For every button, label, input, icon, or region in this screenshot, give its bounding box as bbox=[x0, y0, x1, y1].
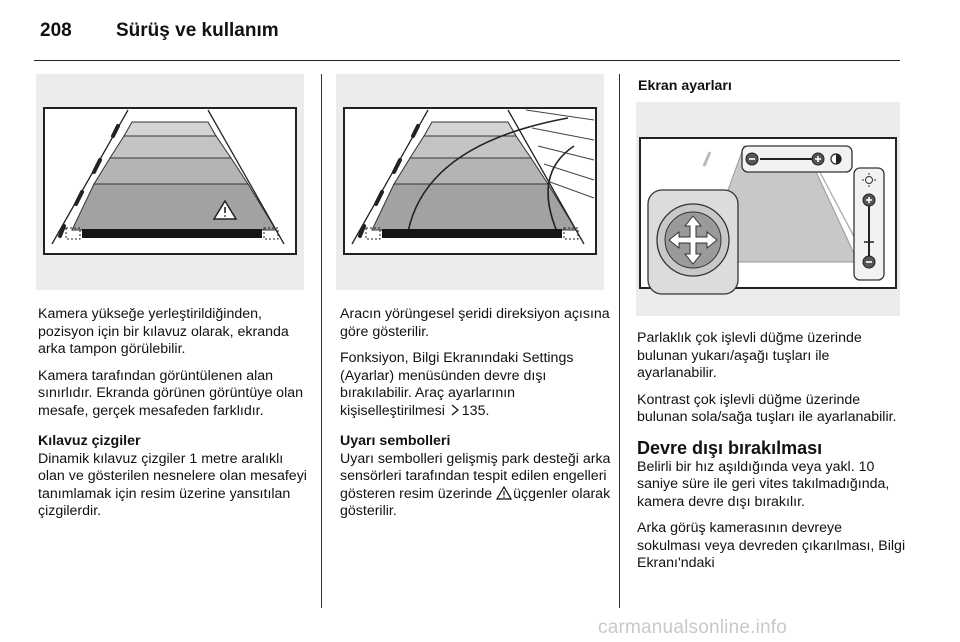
page-header: 208 Sürüş ve kullanım bbox=[34, 20, 924, 46]
warning-triangle-icon bbox=[496, 485, 513, 500]
paragraph: Kamera yükseğe yerleştirildiğinden, pozi… bbox=[38, 306, 289, 357]
paragraph: Aracın yörüngesel şeridi direksiyon açıs… bbox=[340, 306, 610, 340]
header-divider bbox=[34, 60, 900, 61]
paragraph: Fonksiyon, Bilgi Ekranındaki Settings (A… bbox=[340, 350, 612, 420]
figure-trajectory-lines bbox=[336, 74, 604, 290]
paragraph: Arka görüş kamerasının devreye sokulması… bbox=[637, 520, 906, 571]
paragraph: Belirli bir hız aşıldığında veya yakl. 1… bbox=[637, 458, 890, 510]
paragraph: Parlaklık çok işlevli düğme üzerinde bul… bbox=[637, 330, 862, 381]
page-number: 208 bbox=[40, 20, 72, 41]
figure-display-settings bbox=[636, 102, 900, 316]
section-title-display-settings: Ekran ayarları bbox=[638, 78, 732, 94]
paragraph-text: üçgenler olarak gösterilir. bbox=[340, 485, 611, 520]
section-heading: Uyarı sembolleri bbox=[340, 433, 451, 449]
paragraph: Kontrast çok işlevli düğme üzerinde bulu… bbox=[637, 391, 897, 426]
figure-guide-lines bbox=[36, 74, 304, 290]
section-heading: Kılavuz çizgiler bbox=[38, 433, 141, 449]
column-3-text: Parlaklık çok işlevli düğme üzerinde bul… bbox=[637, 330, 907, 582]
page-reference-arrow-icon bbox=[451, 404, 459, 415]
column-divider-2 bbox=[619, 74, 620, 608]
section-heading-large: Devre dışı bırakılması bbox=[637, 437, 823, 458]
paragraph: Uyarı sembolleri gelişmiş park desteği a… bbox=[340, 451, 612, 521]
watermark: carmanualsonline.info bbox=[598, 617, 788, 638]
page-title: Sürüş ve kullanım bbox=[116, 20, 279, 41]
paragraph: Kamera tarafından görüntülenen alan sını… bbox=[38, 367, 304, 419]
paragraph-text: Fonksiyon, Bilgi Ekranındaki Settings (A… bbox=[340, 350, 574, 419]
paragraph-text: Uyarı sembolleri gelişmiş park desteği a… bbox=[340, 450, 611, 502]
paragraph: Dinamik kılavuz çizgiler 1 metre aralıkl… bbox=[38, 450, 307, 520]
column-2-text: Aracın yörüngesel şeridi direksiyon açıs… bbox=[340, 306, 612, 530]
column-divider-1 bbox=[321, 74, 322, 608]
page-reference-number: 135. bbox=[461, 402, 490, 419]
column-1-text: Kamera yükseğe yerleştirildiğinden, pozi… bbox=[38, 306, 310, 530]
